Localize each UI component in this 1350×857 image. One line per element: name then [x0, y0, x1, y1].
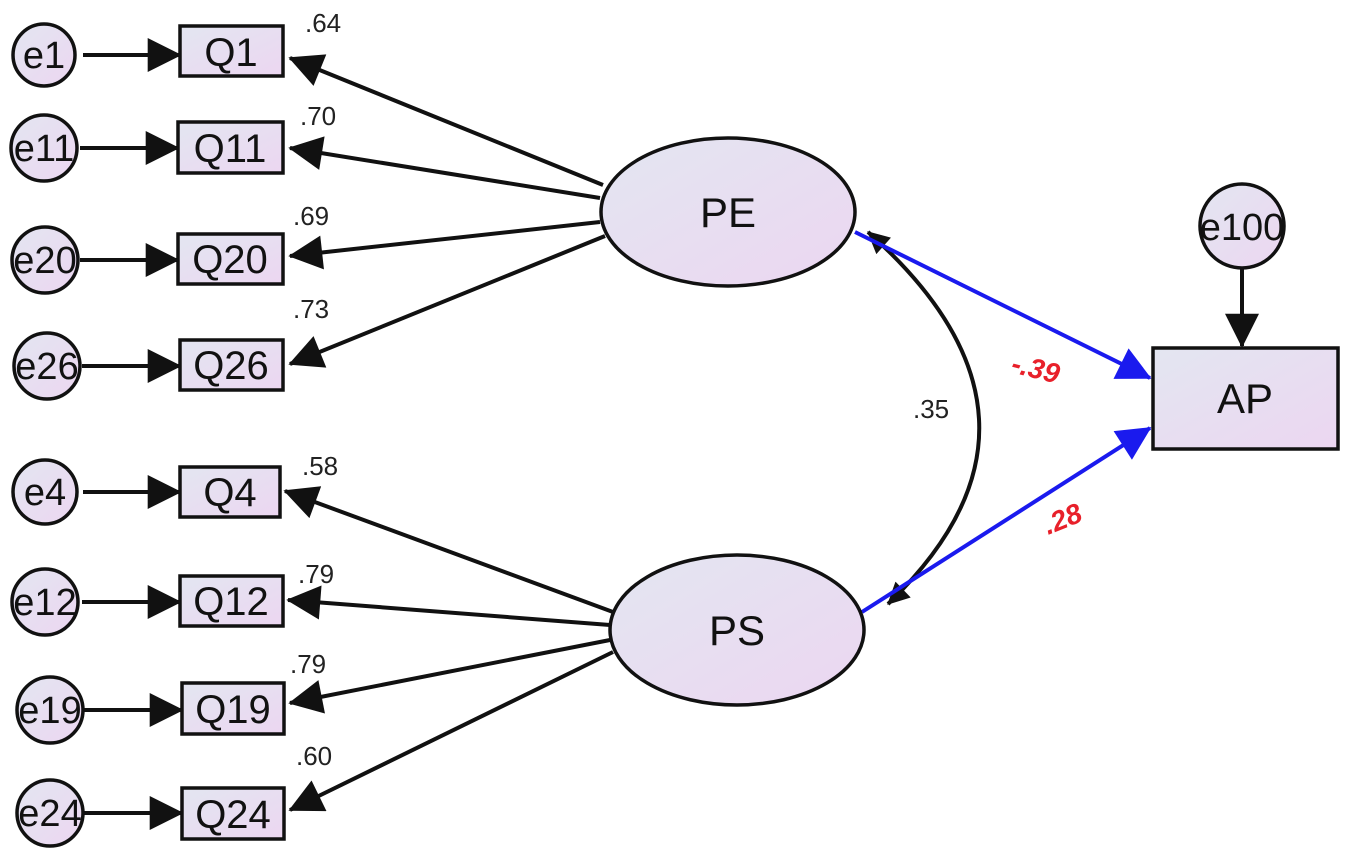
loading-path-ps-q12	[286, 585, 611, 627]
loading-path-pe-q26	[288, 234, 606, 368]
error-e12-label: e12	[13, 582, 76, 624]
loading-path-ps-q4	[283, 486, 614, 614]
loading-q1-value: .64	[305, 8, 341, 38]
indicator-q20-label: Q20	[192, 238, 268, 282]
latent-ps-label: PS	[709, 607, 765, 654]
indicator-group-q11: e11 Q11 .70	[9, 101, 336, 183]
indicator-group-q26: e26 Q26 .73	[12, 294, 329, 401]
loading-q11-value: .70	[300, 101, 336, 131]
indicator-q11-label: Q11	[194, 127, 267, 171]
loading-q24-value: .60	[296, 741, 332, 771]
loading-q26-value: .73	[293, 294, 329, 324]
error-e19[interactable]	[15, 675, 85, 745]
error-e100[interactable]	[1198, 182, 1286, 270]
indicator-q1-label: Q1	[204, 31, 257, 75]
indicator-q19-label: Q19	[195, 688, 271, 732]
loading-path-pe-q11	[288, 136, 601, 200]
loading-q12-value: .79	[298, 559, 334, 589]
indicator-group-q24: e24 Q24 .60	[15, 741, 332, 848]
indicator-group-q12: e12 Q12 .79	[10, 559, 334, 637]
loading-q20-value: .69	[293, 201, 329, 231]
path-ps-ap-value: .28	[1039, 497, 1087, 540]
error-e26-label: e26	[15, 346, 78, 388]
loading-q4-value: .58	[302, 451, 338, 481]
error-e20-label: e20	[13, 240, 76, 282]
indicator-q12[interactable]	[178, 574, 285, 628]
indicator-group-q20: e20 Q20 .69	[10, 201, 329, 295]
indicator-group-q19: e19 Q19 .79	[15, 649, 326, 745]
covariance-curve-pe-ps	[866, 230, 982, 606]
indicator-group-q4: e4 Q4 .58	[11, 451, 338, 526]
latent-pe-label: PE	[700, 189, 756, 236]
error-e11-label: e11	[14, 128, 75, 170]
indicator-q26[interactable]	[178, 338, 285, 392]
indicator-q19[interactable]	[180, 681, 286, 736]
indicator-q4-label: Q4	[203, 471, 256, 515]
error-e24[interactable]	[15, 778, 85, 848]
indicator-q24-label: Q24	[195, 793, 271, 837]
loading-path-pe-q1	[288, 54, 604, 187]
indicator-q4[interactable]	[178, 465, 282, 519]
indicator-q20[interactable]	[176, 232, 285, 286]
structural-path-pe-ap	[854, 230, 1152, 380]
error-e19-label: e19	[18, 690, 81, 732]
error-e20[interactable]	[10, 225, 80, 295]
outcome-ap[interactable]	[1151, 346, 1340, 451]
error-e1-label: e1	[23, 35, 65, 77]
indicator-q11[interactable]	[176, 120, 285, 175]
latent-pe[interactable]	[599, 136, 857, 288]
latent-ps[interactable]	[608, 553, 866, 707]
loading-path-pe-q20	[288, 220, 601, 270]
error-e1[interactable]	[11, 22, 77, 88]
error-e12[interactable]	[10, 567, 80, 637]
indicator-q1[interactable]	[178, 24, 285, 78]
indicator-q26-label: Q26	[193, 344, 269, 388]
loading-path-ps-q24	[288, 650, 614, 812]
error-e24-label: e24	[18, 793, 81, 835]
outcome-ap-label: AP	[1217, 375, 1273, 422]
path-pe-ap-value: -.39	[1009, 348, 1064, 390]
error-e11[interactable]	[9, 113, 79, 183]
indicator-q12-label: Q12	[193, 580, 269, 624]
error-e4[interactable]	[11, 458, 79, 526]
error-e4-label: e4	[24, 472, 66, 514]
indicator-q24[interactable]	[180, 786, 286, 841]
loading-path-ps-q19	[288, 638, 611, 714]
covariance-pe-ps-value: .35	[913, 394, 949, 424]
indicator-group-q1: e1 Q1 .64	[11, 8, 341, 88]
loading-q19-value: .79	[290, 649, 326, 679]
structural-path-ps-ap	[860, 426, 1152, 614]
error-e26[interactable]	[12, 331, 82, 401]
error-e100-label: e100	[1200, 207, 1285, 249]
